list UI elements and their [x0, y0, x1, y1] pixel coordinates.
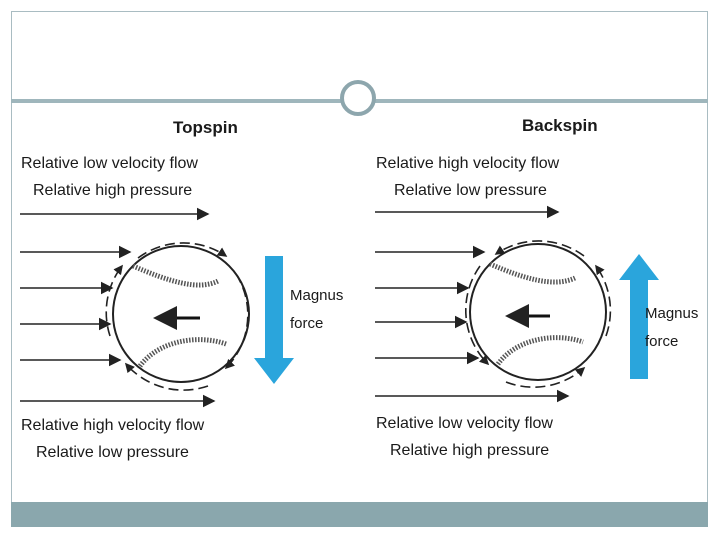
backspin-panel: Backspin Relative high velocity flow Rel…	[375, 116, 698, 459]
topspin-panel: Topspin Relative low velocity flow Relat…	[20, 118, 343, 461]
magnus-force-up-arrow	[619, 254, 659, 379]
topspin-top-pressure-label: Relative high pressure	[33, 182, 192, 199]
spin-arrow-right	[595, 264, 612, 337]
backspin-heading: Backspin	[522, 116, 598, 135]
magnus-force-down-arrow	[254, 256, 294, 384]
topspin-ball	[105, 242, 250, 391]
backspin-bottom-pressure-label: Relative high pressure	[390, 442, 549, 459]
spin-arrow-left	[465, 265, 490, 366]
topspin-force-label-1: Magnus	[290, 287, 343, 304]
magnus-diagram: Topspin Relative low velocity flow Relat…	[18, 116, 700, 468]
topspin-flow-arrows	[20, 207, 216, 408]
spin-arrow-right	[224, 273, 249, 370]
backspin-top-pressure-label: Relative low pressure	[394, 182, 547, 199]
spin-arrow-left	[105, 264, 123, 337]
ball-outline	[469, 243, 607, 381]
ball-outline	[112, 245, 250, 383]
ball-seam-lower	[495, 335, 584, 366]
backspin-force-label-1: Magnus	[645, 305, 698, 322]
spin-arrow-top	[494, 240, 585, 257]
backspin-force-label-2: force	[645, 333, 678, 350]
backspin-bottom-flow-label: Relative low velocity flow	[376, 415, 553, 432]
ball-seam-upper	[132, 263, 220, 288]
topspin-bottom-flow-label: Relative high velocity flow	[21, 417, 205, 434]
spin-arrow-bottom	[505, 366, 586, 388]
header-ring-ornament	[340, 80, 376, 116]
topspin-heading: Topspin	[173, 118, 238, 137]
ball-seam-lower	[137, 337, 227, 368]
backspin-ball	[465, 240, 612, 388]
footer-bar	[11, 502, 708, 527]
magnus-diagram-svg: Topspin Relative low velocity flow Relat…	[20, 116, 698, 461]
spin-arrow-bottom	[124, 362, 209, 391]
topspin-top-flow-label: Relative low velocity flow	[21, 155, 198, 172]
backspin-top-flow-label: Relative high velocity flow	[376, 155, 560, 172]
backspin-flow-arrows	[375, 205, 570, 403]
topspin-force-label-2: force	[290, 315, 323, 332]
ball-seam-upper	[489, 261, 577, 285]
topspin-bottom-pressure-label: Relative low pressure	[36, 444, 189, 461]
spin-arrow-top	[137, 242, 228, 259]
